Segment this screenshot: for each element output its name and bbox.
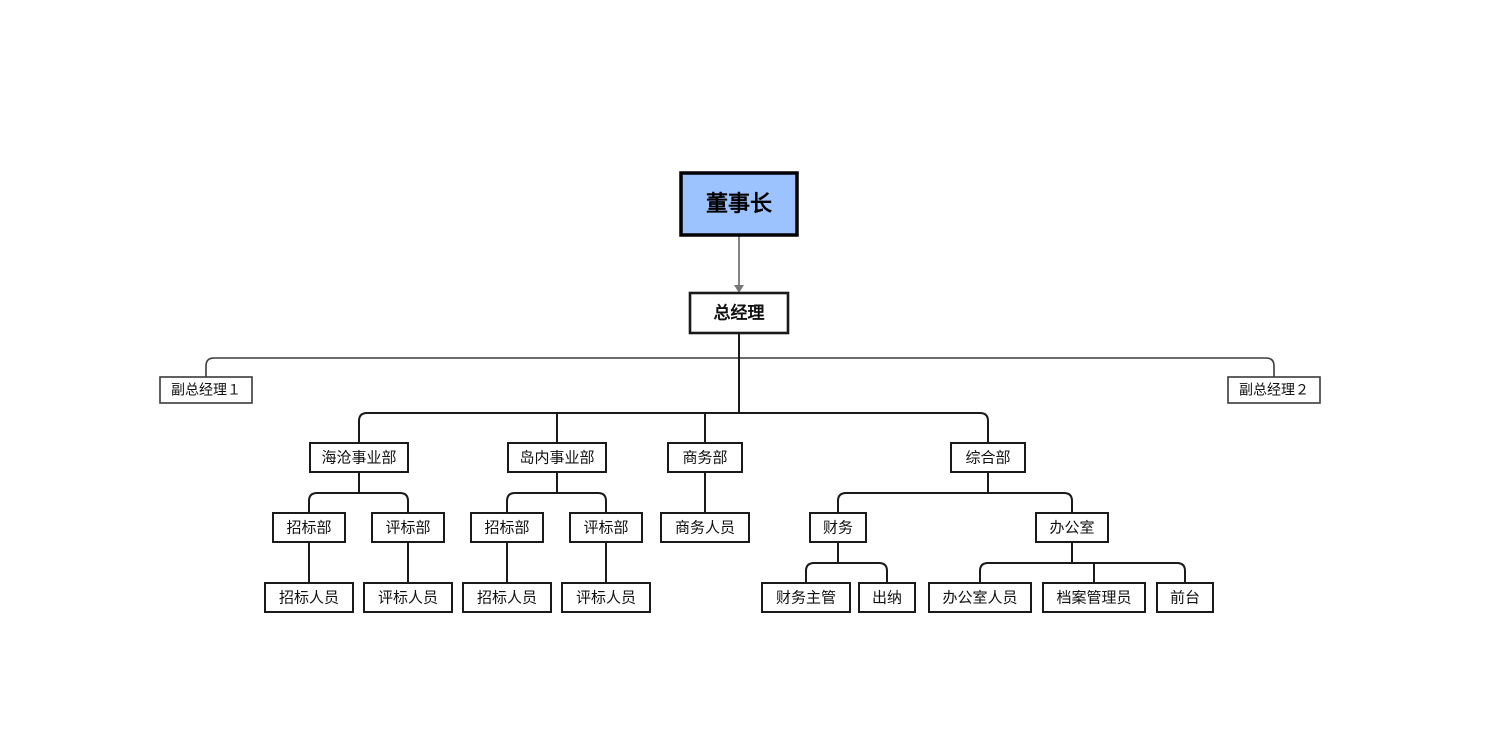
connector-daonei-to-dn-bid: [506, 492, 516, 513]
org-node-office-staff[interactable]: 办公室人员: [928, 582, 1032, 613]
org-node-box-hc-eval: [371, 512, 445, 543]
org-node-label-fin-super: 财务主管: [776, 589, 836, 606]
connector-gm-to-haicang: [358, 412, 368, 443]
connector-haicang-to-hc-eval: [399, 492, 409, 513]
org-node-box-gm: [688, 291, 790, 335]
org-node-label-cashier: 出纳: [872, 589, 902, 606]
org-node-label-office-staff: 办公室人员: [942, 589, 1017, 606]
org-node-box-fin-super: [761, 582, 851, 613]
org-node-box-dn-eval: [569, 512, 643, 543]
org-node-label-hc-eval: 评标部: [385, 519, 430, 536]
org-node-box-reception: [1156, 582, 1214, 613]
org-node-box-hc-bid-staff: [264, 582, 354, 613]
org-node-dn-bid-staff[interactable]: 招标人员: [462, 582, 552, 613]
org-node-label-daonei: 岛内事业部: [519, 449, 594, 466]
org-node-box-hc-bid: [272, 512, 346, 543]
org-node-chairman[interactable]: 董事长: [679, 171, 799, 237]
org-node-label-dn-eval: 评标部: [583, 519, 628, 536]
org-node-hc-eval-staff[interactable]: 评标人员: [363, 582, 453, 613]
org-node-label-business: 商务部: [682, 449, 727, 466]
org-node-label-dgm1: 副总经理１: [171, 382, 241, 398]
org-node-finance[interactable]: 财务: [809, 512, 867, 543]
org-node-label-hc-bid-staff: 招标人员: [279, 589, 339, 606]
org-node-daonei[interactable]: 岛内事业部: [507, 442, 607, 473]
org-node-dn-eval[interactable]: 评标部: [569, 512, 643, 543]
org-node-label-office: 办公室: [1049, 519, 1094, 536]
org-node-label-chairman: 董事长: [706, 191, 773, 216]
org-node-gm[interactable]: 总经理: [688, 291, 790, 335]
org-node-box-dn-eval-staff: [561, 582, 651, 613]
org-node-dn-eval-staff[interactable]: 评标人员: [561, 582, 651, 613]
connector-general-to-finance: [837, 492, 847, 513]
org-node-hc-bid-staff[interactable]: 招标人员: [264, 582, 354, 613]
arrowhead-icon: [734, 285, 744, 293]
org-node-box-chairman: [679, 171, 799, 237]
connector-haicang-to-hc-bid: [308, 492, 318, 513]
org-node-label-dn-bid-staff: 招标人员: [477, 589, 537, 606]
org-node-label-finance: 财务: [823, 519, 853, 536]
org-node-box-dgm2: [1227, 376, 1321, 404]
org-node-archivist[interactable]: 档案管理员: [1042, 582, 1146, 613]
org-node-box-finance: [809, 512, 867, 543]
org-node-box-general: [950, 442, 1026, 473]
org-node-box-haicang: [309, 442, 409, 473]
org-node-label-hc-eval-staff: 评标人员: [378, 589, 438, 606]
connector-office-to-reception: [1176, 562, 1186, 583]
org-node-label-dgm2: 副总经理２: [1239, 382, 1309, 398]
connector-gm-to-dgm1: [205, 357, 215, 377]
org-node-label-general: 综合部: [965, 449, 1010, 466]
org-node-label-biz-staff: 商务人员: [675, 519, 735, 536]
org-node-dgm1[interactable]: 副总经理１: [159, 376, 253, 404]
org-node-cashier[interactable]: 出纳: [858, 582, 916, 613]
org-node-box-office: [1035, 512, 1109, 543]
connector-layer: [205, 235, 1275, 583]
connector-office-to-office-staff: [979, 562, 989, 583]
org-node-office[interactable]: 办公室: [1035, 512, 1109, 543]
org-node-label-dn-eval-staff: 评标人员: [576, 589, 636, 606]
org-node-business[interactable]: 商务部: [667, 442, 743, 473]
org-node-box-business: [667, 442, 743, 473]
org-node-box-archivist: [1042, 582, 1146, 613]
org-node-fin-super[interactable]: 财务主管: [761, 582, 851, 613]
org-node-box-office-staff: [928, 582, 1032, 613]
org-node-box-dgm1: [159, 376, 253, 404]
connector-daonei-to-dn-eval: [597, 492, 607, 513]
connector-general-to-office: [1063, 492, 1073, 513]
org-node-label-archivist: 档案管理员: [1056, 588, 1131, 606]
org-node-box-dn-bid-staff: [462, 582, 552, 613]
org-node-box-biz-staff: [660, 512, 750, 543]
org-node-general[interactable]: 综合部: [950, 442, 1026, 473]
org-node-label-dn-bid: 招标部: [484, 519, 529, 536]
org-node-biz-staff[interactable]: 商务人员: [660, 512, 750, 543]
org-node-reception[interactable]: 前台: [1156, 582, 1214, 613]
org-node-hc-eval[interactable]: 评标部: [371, 512, 445, 543]
org-node-dn-bid[interactable]: 招标部: [470, 512, 544, 543]
org-node-hc-bid[interactable]: 招标部: [272, 512, 346, 543]
org-node-label-hc-bid: 招标部: [286, 519, 331, 536]
org-node-dgm2[interactable]: 副总经理２: [1227, 376, 1321, 404]
connector-gm-to-general: [979, 412, 989, 443]
connector-finance-to-fin-super: [805, 562, 815, 583]
connector-gm-to-dgm2: [1265, 357, 1275, 377]
org-node-box-cashier: [858, 582, 916, 613]
org-node-label-reception: 前台: [1170, 589, 1200, 606]
connector-finance-to-cashier: [878, 562, 888, 583]
org-node-label-haicang: 海沧事业部: [321, 449, 396, 466]
org-node-box-hc-eval-staff: [363, 582, 453, 613]
org-node-box-dn-bid: [470, 512, 544, 543]
org-node-label-gm: 总经理: [714, 302, 765, 322]
org-node-haicang[interactable]: 海沧事业部: [309, 442, 409, 473]
org-node-box-daonei: [507, 442, 607, 473]
